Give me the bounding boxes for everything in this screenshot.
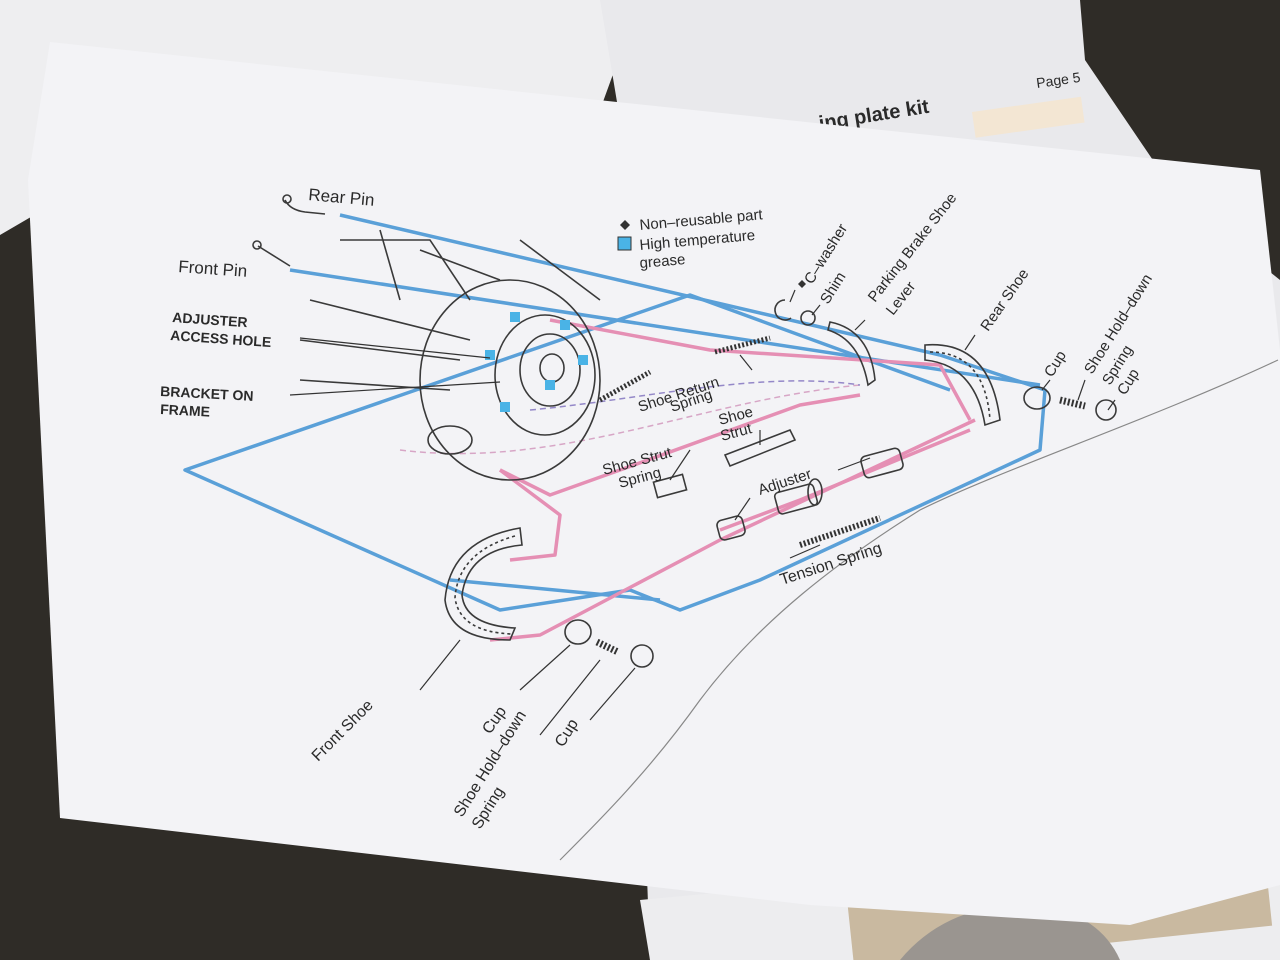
- front-shoe-lining: [454, 535, 516, 635]
- shoe-return-spring-upper: [714, 335, 771, 355]
- frame-bracket-sketch: [340, 229, 601, 301]
- background-page-number: Page 5: [1035, 69, 1081, 91]
- adjuster-assembly: [716, 447, 904, 541]
- backing-plate: [419, 279, 601, 481]
- backing-plate-inner: [494, 314, 596, 436]
- cup-left-1: [564, 619, 592, 645]
- label-bracket-2: FRAME: [160, 401, 211, 420]
- grease-point-1: [510, 312, 520, 322]
- label-bracket-1: BRACKET ON: [160, 383, 254, 404]
- grease-point-4: [545, 380, 555, 390]
- background-page-box: [971, 96, 1085, 138]
- grease-point-5: [500, 402, 510, 412]
- shoe-strut-spring: [652, 473, 688, 499]
- purple-dashed-guide: [529, 380, 861, 411]
- adjuster-wheel: [807, 478, 823, 506]
- cup-right-1: [1023, 386, 1051, 410]
- c-washer: [774, 299, 792, 321]
- grease-point-2: [560, 320, 570, 330]
- parking-brake-lever: [827, 321, 876, 387]
- hub: [519, 333, 581, 407]
- adjuster-socket-left: [716, 515, 746, 541]
- grease-point-6: [578, 355, 588, 365]
- front-shoe: [444, 527, 523, 641]
- drive-shaft: [299, 299, 471, 391]
- pink-guide-lines: [489, 318, 976, 642]
- front-pin-head: [252, 240, 262, 250]
- adjuster-screw: [773, 483, 819, 515]
- rear-shoe: [924, 343, 1001, 427]
- backing-plate-assembly: [299, 229, 601, 481]
- grease-point-3: [485, 350, 495, 360]
- hold-down-spring-right: [1059, 396, 1086, 410]
- cup-right-2: [1095, 399, 1117, 421]
- adjuster-socket-right: [860, 447, 904, 479]
- front-pin-icon: [257, 245, 291, 267]
- lower-mount: [427, 425, 473, 455]
- shim: [800, 310, 816, 326]
- label-adjuster-access-1: ADJUSTER: [172, 309, 248, 330]
- legend-grease-text-2: grease: [639, 251, 686, 272]
- shoe-strut: [723, 428, 797, 468]
- legend-grease-icon: [617, 236, 632, 251]
- pink-dashed-guide: [399, 384, 861, 455]
- blue-guide-lines: [183, 213, 1047, 612]
- non-reusable-mark-c-washer: [798, 280, 806, 288]
- leader-lines: [289, 289, 1116, 736]
- label-front-pin: Front Pin: [178, 257, 248, 281]
- rear-pin-icon: [284, 199, 326, 215]
- legend-non-reusable-icon: [620, 220, 630, 230]
- sheet-fold-line: [559, 359, 1279, 861]
- rear-pin-head: [282, 194, 292, 204]
- cup-left-2: [630, 644, 654, 668]
- label-adjuster-access-2: ACCESS HOLE: [170, 327, 272, 350]
- shoe-return-spring-lower: [598, 369, 652, 403]
